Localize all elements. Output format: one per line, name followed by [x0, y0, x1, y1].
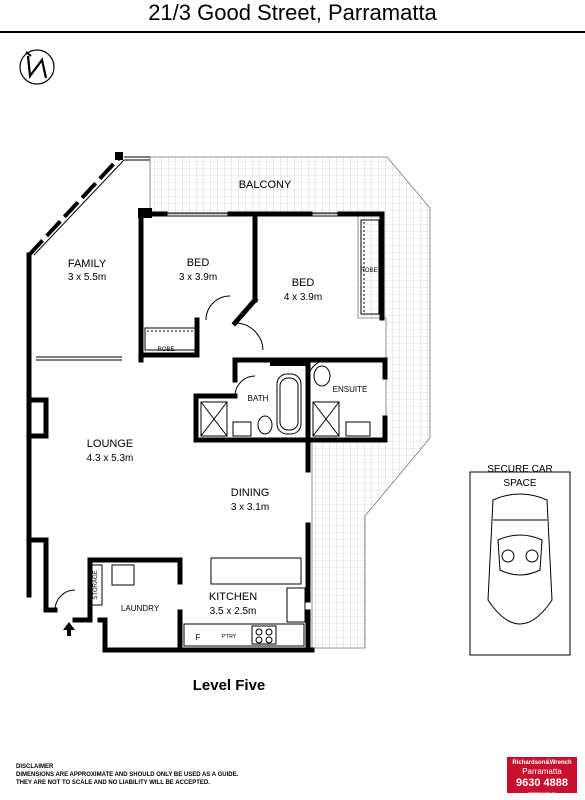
- family-size: 3 x 5.5m: [68, 272, 106, 283]
- bed1-size: 3 x 3.9m: [179, 272, 217, 283]
- bathroom-fixtures: [200, 365, 371, 437]
- walls: [26, 211, 388, 653]
- dining-label: DINING: [231, 487, 270, 499]
- page-title: 21/3 Good Street, Parramatta: [148, 0, 437, 25]
- robe1-label: ROBE: [157, 347, 174, 353]
- kitchen-size: 3.5 x 2.5m: [210, 606, 257, 617]
- disclaimer: DISCLAIMER DIMENSIONS ARE APPROXIMATE AN…: [16, 763, 238, 787]
- car-space: [469, 471, 571, 656]
- bed2-label: BED: [292, 277, 315, 289]
- robe2-label: ROBE: [360, 268, 377, 274]
- balcony-doors: [36, 156, 340, 361]
- pantry-label: P'TRY: [222, 634, 237, 640]
- family-windows: [27, 155, 125, 257]
- agent-office: Parramatta: [522, 767, 562, 776]
- entry-arrow-icon: [63, 622, 75, 636]
- disclaimer-heading: DISCLAIMER: [16, 764, 54, 770]
- door-swings: [54, 295, 329, 611]
- family-label: FAMILY: [68, 258, 107, 270]
- dining-size: 3 x 3.1m: [231, 502, 269, 513]
- level-label: Level Five: [192, 677, 266, 694]
- bath-label: BATH: [248, 394, 269, 403]
- title-rule: [0, 31, 585, 33]
- lounge-label: LOUNGE: [87, 438, 133, 450]
- kitchen-fixtures: [91, 557, 306, 647]
- car-space-line2: SPACE: [503, 478, 536, 489]
- agent-phone: 9630 4888: [516, 777, 568, 789]
- robes: [144, 219, 380, 351]
- agent-tagline: rwparra.com.au: [528, 790, 556, 795]
- bed2-size: 4 x 3.9m: [284, 292, 322, 303]
- north-arrow-icon: [19, 49, 55, 85]
- balcony-area: [149, 156, 431, 649]
- lounge-size: 4.3 x 5.3m: [87, 453, 134, 464]
- balcony-label: BALCONY: [239, 179, 292, 191]
- kitchen-label: KITCHEN: [209, 591, 257, 603]
- agent-logo: Richardson&Wrench Parramatta 9630 4888 r…: [507, 757, 577, 795]
- car-icon: [487, 493, 553, 625]
- bed1-label: BED: [187, 257, 210, 269]
- storage-label: STORAGE: [93, 570, 99, 599]
- car-space-line1: SECURE CAR: [487, 464, 553, 475]
- laundry-label: LAUNDRY: [121, 604, 160, 613]
- disclaimer-line2: THEY ARE NOT TO SCALE AND NO LIABILITY W…: [16, 780, 210, 786]
- fridge-label: F: [196, 633, 201, 642]
- agent-brand: Richardson&Wrench: [512, 760, 572, 766]
- disclaimer-line1: DIMENSIONS ARE APPROXIMATE AND SHOULD ON…: [16, 772, 239, 778]
- ensuite-label: ENSUITE: [333, 385, 368, 394]
